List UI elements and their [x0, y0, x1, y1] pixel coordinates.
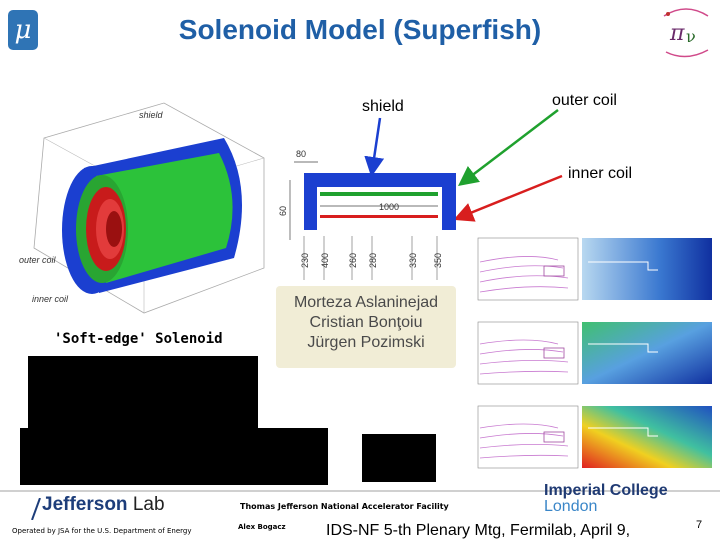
black-box: [362, 434, 436, 482]
footer-divider: [0, 490, 720, 492]
field-color-map-2: [582, 322, 712, 384]
dim-330: 330: [408, 253, 418, 268]
solenoid-cross-section: 80 60 1000 230 400 260 280 330 350: [278, 149, 456, 280]
dim-260: 260: [348, 253, 358, 268]
outer-coil-label: outer coil: [552, 92, 617, 109]
field-map-plots: [477, 237, 712, 469]
field-line-plot-1: [477, 237, 579, 301]
field-color-map-3: [582, 406, 712, 468]
soft-edge-label: 'Soft-edge' Solenoid: [54, 331, 223, 347]
author-footer: Alex Bogacz: [238, 523, 286, 531]
dim-350: 350: [433, 253, 443, 268]
jlab-prefix: Jefferson: [42, 494, 128, 515]
solenoid-3d-model: shield outer coil inner coil: [14, 98, 284, 328]
dim-1000: 1000: [379, 202, 399, 212]
jefferson-lab-logo: Jefferson Lab: [42, 494, 165, 516]
inner-coil-arrow: [453, 174, 563, 222]
dim-60: 60: [278, 206, 288, 216]
black-box: [20, 428, 328, 485]
jlab-suffix: Lab: [132, 494, 165, 515]
svg-text:π: π: [669, 21, 685, 46]
operated-by-text: Operated by JSA for the U.S. Department …: [12, 527, 192, 535]
author-name: Morteza Aslaninejad: [293, 294, 439, 311]
field-color-map-1: [582, 238, 712, 300]
imperial-line2: London: [544, 498, 598, 515]
mu-logo: μ: [8, 10, 38, 50]
imperial-college-logo: Imperial College London: [544, 483, 668, 515]
slide-title: Solenoid Model (Superfish): [178, 14, 542, 45]
model-label-inner-coil: inner coil: [32, 294, 69, 304]
dim-230: 230: [300, 253, 310, 268]
dim-280: 280: [368, 253, 378, 268]
facility-text: Thomas Jefferson National Accelerator Fa…: [240, 502, 449, 511]
page-number: 7: [696, 519, 703, 531]
neutrino-factory-logo: π ν: [663, 8, 709, 58]
field-line-plot-3: [477, 405, 579, 469]
author-name: Cristian Bonţoiu: [309, 314, 423, 331]
dim-80: 80: [296, 149, 306, 159]
svg-text:ν: ν: [686, 27, 696, 46]
model-label-shield: shield: [139, 110, 164, 120]
meeting-text: IDS-NF 5-th Plenary Mtg, Fermilab, April…: [326, 522, 631, 539]
black-box: [28, 356, 258, 428]
authors-box: Morteza Aslaninejad Cristian Bonţoiu Jür…: [276, 286, 456, 368]
model-label-outer-coil: outer coil: [19, 255, 57, 265]
shield-label: shield: [362, 98, 404, 115]
author-name: Jürgen Pozimski: [307, 334, 425, 351]
outer-coil-arrow: [458, 109, 559, 187]
shield-arrow: [364, 117, 385, 177]
dim-400: 400: [320, 253, 330, 268]
field-line-plot-2: [477, 321, 579, 385]
jlab-mark-icon: [31, 498, 41, 520]
imperial-line1: Imperial College: [544, 482, 668, 499]
inner-coil-label: inner coil: [568, 165, 633, 182]
